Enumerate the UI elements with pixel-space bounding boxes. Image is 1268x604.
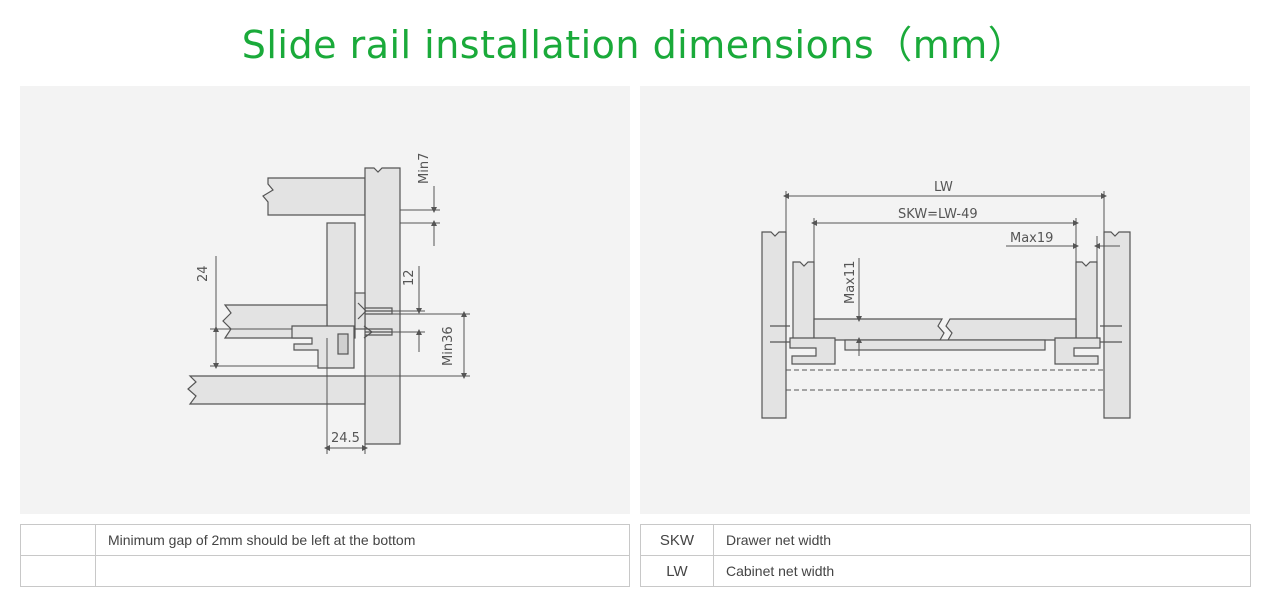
- dim-max19: Max19: [1010, 231, 1053, 246]
- table-key-cell: LW: [640, 555, 714, 587]
- top-board: [262, 177, 366, 216]
- dim-min36: Min36: [441, 326, 456, 366]
- rail-bracket: [354, 292, 366, 330]
- table-row: LW Cabinet net width: [640, 555, 1251, 587]
- cabinet-side-panel: [364, 167, 401, 445]
- drawer-side: [326, 222, 356, 339]
- drawer-bottom-right: [945, 318, 1077, 341]
- table-key-cell: [20, 555, 96, 587]
- dim-24: 24: [196, 265, 211, 282]
- drawer-bottom-left: [813, 318, 945, 341]
- rail-left: [789, 337, 836, 365]
- front-section-panel: LW SKW=LW-49 Max19 Max11: [640, 86, 1250, 514]
- front-section-diagram: LW SKW=LW-49 Max19 Max11: [761, 180, 1131, 419]
- drawer-left-side: [792, 261, 815, 347]
- side-section-diagram: Min7 24 12 Min36 24.5: [187, 153, 470, 454]
- page-title: Slide rail installation dimensions（mm）: [241, 23, 1027, 67]
- table-value-cell: Minimum gap of 2mm should be left at the…: [95, 524, 630, 556]
- rail-right: [1054, 337, 1101, 365]
- dim-max11: Max11: [843, 261, 858, 304]
- drawer-front-lip: [844, 339, 1046, 351]
- dim-24-5: 24.5: [331, 431, 360, 446]
- table-row: [20, 555, 630, 587]
- dim-lw: LW: [934, 180, 953, 195]
- dim-min7: Min7: [417, 153, 432, 184]
- bottom-board: [187, 375, 366, 405]
- cabinet-right-side: [1103, 231, 1131, 419]
- table-row: SKW Drawer net width: [640, 524, 1251, 556]
- side-section-panel: Min7 24 12 Min36 24.5: [20, 86, 630, 514]
- table-value-cell: Drawer net width: [713, 524, 1251, 556]
- dim-skw: SKW=LW-49: [898, 207, 978, 222]
- left-notes-table: Minimum gap of 2mm should be left at the…: [20, 524, 630, 587]
- drawer-right-side: [1075, 261, 1098, 347]
- table-key-cell: SKW: [640, 524, 714, 556]
- rail-inner: [337, 333, 349, 355]
- table-value-cell: [95, 555, 630, 587]
- table-key-cell: [20, 524, 96, 556]
- cabinet-left-side: [761, 231, 787, 419]
- dim-12: 12: [402, 269, 417, 286]
- table-value-cell: Cabinet net width: [713, 555, 1251, 587]
- right-legend-table: SKW Drawer net width LW Cabinet net widt…: [640, 524, 1251, 587]
- table-row: Minimum gap of 2mm should be left at the…: [20, 524, 630, 556]
